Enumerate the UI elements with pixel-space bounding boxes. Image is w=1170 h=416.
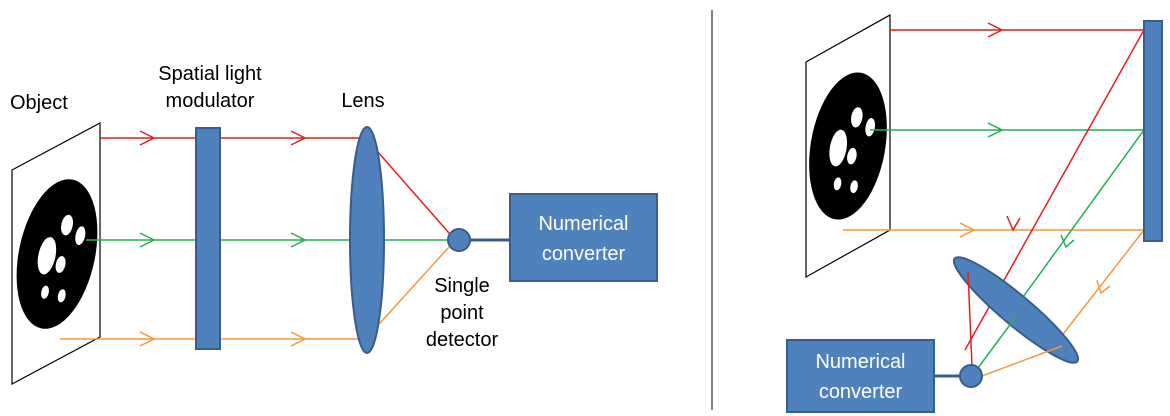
ray-bottom-reflected-arrow — [1096, 279, 1111, 295]
ray-top-in-arrow — [139, 130, 156, 146]
ray-top-to-detector — [967, 271, 973, 367]
slm-label-line1: Spatial light — [158, 63, 262, 85]
ray-middle-right-in-arrow — [987, 122, 1004, 138]
converter-label-line2: converter — [542, 243, 626, 265]
ray-bottom-in-arrow — [139, 331, 156, 347]
numerical-converter-box-right — [786, 339, 935, 413]
detector-label-line3: detector — [426, 329, 499, 351]
slm-label-line2: modulator — [166, 90, 255, 112]
detector-label-line2: point — [440, 302, 484, 324]
ray-middle-to-detector — [974, 317, 1016, 373]
ray-middle-in-arrow — [139, 232, 156, 248]
ray-bottom-reflected — [1059, 229, 1145, 339]
ray-bottom-right-in-arrow — [959, 222, 976, 238]
spatial-light-modulator — [195, 127, 221, 350]
right-setup: Numerical converter — [786, 13, 1163, 413]
lens — [349, 126, 385, 354]
left-setup: Numerical converter Object Spatial light… — [4, 63, 658, 386]
object-label: Object — [10, 92, 68, 114]
numerical-converter-box — [509, 193, 658, 282]
ray-top-reflected-arrow — [1006, 215, 1021, 232]
spatial-light-modulator-right — [1143, 20, 1163, 242]
converter-right-label-line2: converter — [819, 381, 903, 403]
ray-top-converge — [369, 142, 450, 234]
ray-bottom-converge — [369, 246, 450, 335]
ray-middle-reflected-arrow — [1060, 234, 1075, 249]
single-point-detector-right — [959, 364, 983, 388]
single-point-detector — [447, 228, 471, 252]
ray-bottom-mid-arrow — [290, 331, 307, 347]
ray-top-right-in-arrow — [987, 22, 1004, 38]
ray-bottom-to-detector — [981, 345, 1063, 377]
ray-middle-reflected — [1009, 129, 1145, 316]
lens-label: Lens — [341, 90, 384, 112]
converter-label-line1: Numerical — [538, 213, 628, 235]
ray-top-mid-arrow — [290, 130, 307, 146]
ray-middle-mid-arrow — [290, 232, 307, 248]
detector-label-line1: Single — [434, 275, 490, 297]
lens-right — [952, 256, 1080, 364]
converter-right-label-line1: Numerical — [815, 351, 905, 373]
